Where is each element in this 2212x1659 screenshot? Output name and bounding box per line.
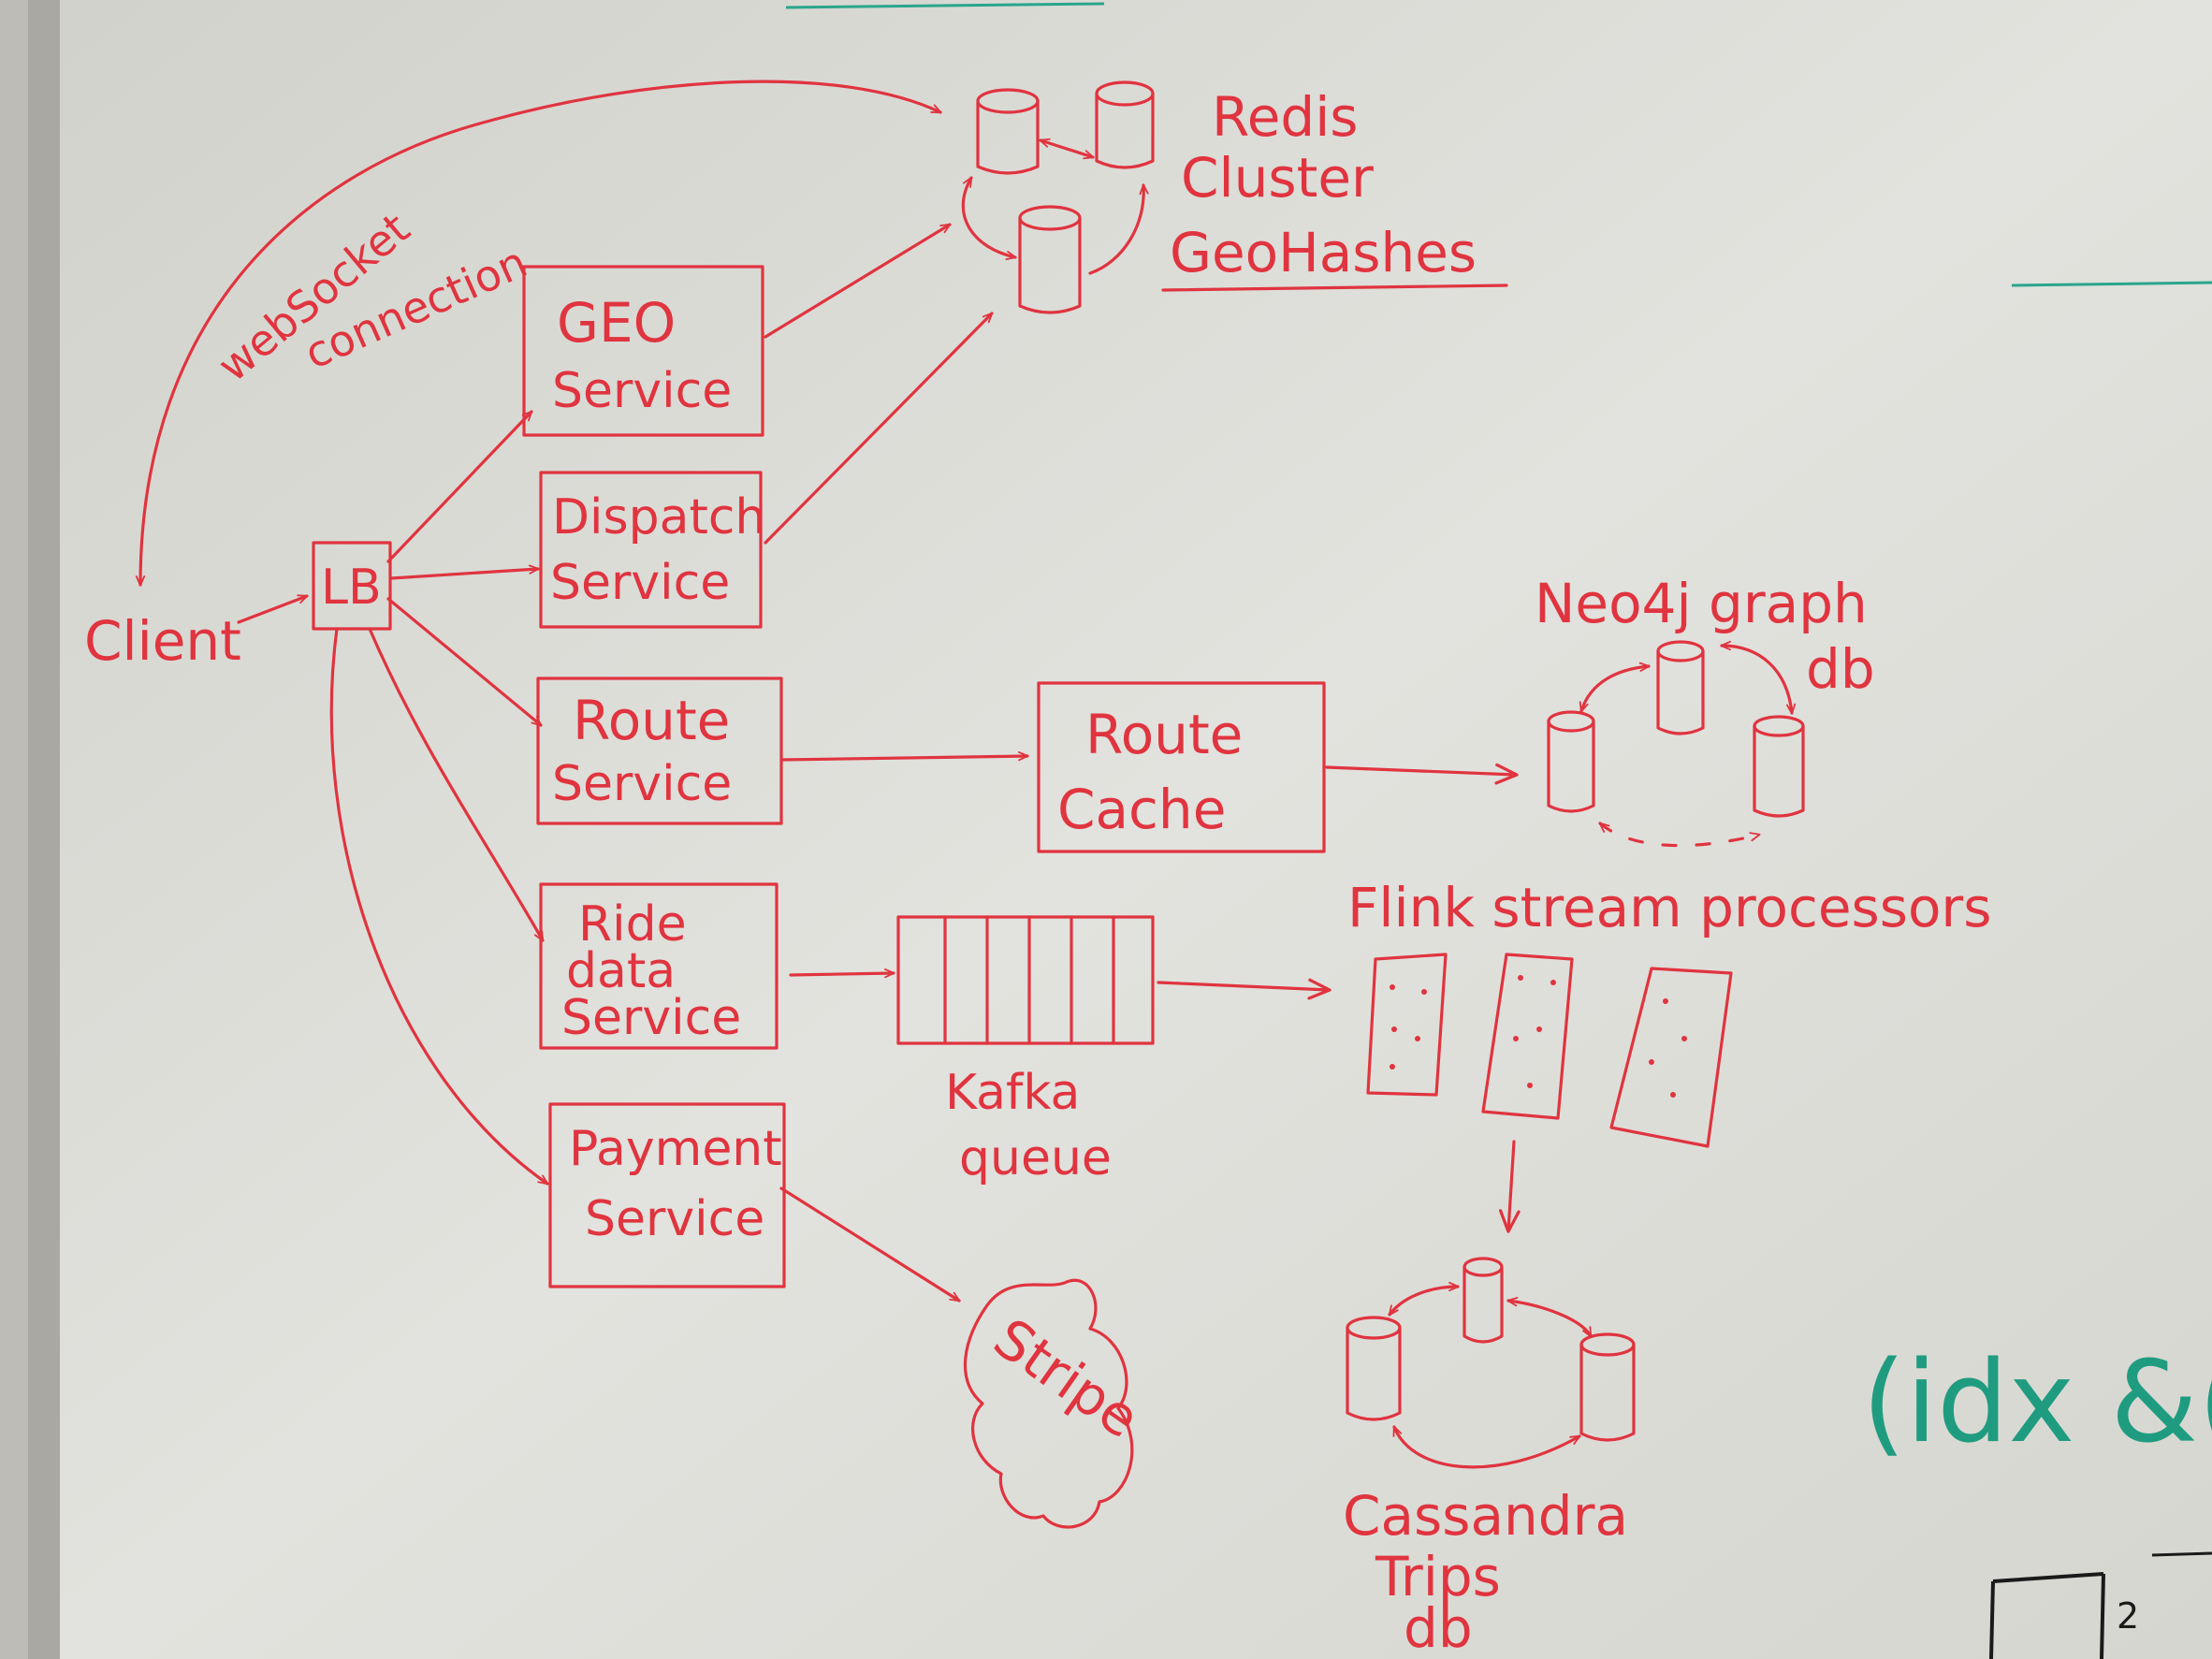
route-service-label-1: Route [573,689,730,752]
kafka-label-2: queue [959,1130,1112,1186]
geohashes-label: GeoHashes [1170,221,1477,284]
lb-geo-arrow [386,410,533,563]
geo-redis-arrow [764,223,952,339]
board-edge [28,0,60,1659]
client-lb-arrow [237,594,309,624]
lb-label: LB [321,560,382,616]
flink-processor-3 [1609,967,1733,1148]
teal-mark-top [785,2,1105,9]
neo4j-cylinder-1 [1656,640,1705,735]
kafka-flink-arrow [1157,978,1332,1000]
route-cache-label-2: Cache [1057,778,1226,841]
redis-cylinder-3 [1018,205,1082,314]
payment-service-label-2: Service [585,1191,764,1247]
side-note-text: (idx &(i [1862,1338,2212,1468]
ride-data-service-label-3: Service [561,990,741,1046]
geo-service-label-2: Service [552,363,732,419]
redis-label-2: Cluster [1181,146,1374,210]
neo4j-node: Neo4j graph db [1535,572,1875,848]
ride-data-service-node: Ride data Service [539,882,779,1050]
lb-ride-arrow [368,627,545,942]
payment-service-label-1: Payment [569,1121,782,1177]
cassandra-label-3: db [1404,1596,1473,1659]
dispatch-service-label-2: Service [550,555,730,611]
side-note-digit: 2 [2117,1595,2139,1637]
cassandra-label-1: Cassandra [1343,1484,1628,1548]
route-service-label-2: Service [552,756,732,812]
route-cache-node: Route Cache [1037,681,1326,853]
lb-route-arrow [386,597,543,727]
redis-cylinder-1 [976,88,1040,175]
flink-node: Flink stream processors [1347,876,1992,1148]
payment-service-node: Payment Service [548,1102,786,1288]
neo4j-label-2: db [1806,637,1875,701]
redis-label-1: Redis [1212,85,1359,149]
route-cache-arrow [779,751,1029,762]
teal-mark-right [2011,281,2212,287]
kafka-label-1: Kafka [945,1065,1080,1121]
cassandra-label-2: Trips [1375,1545,1501,1608]
cassandra-cylinder-1 [1463,1257,1504,1344]
lb-dispatch-arrow [389,564,540,580]
flink-processor-1 [1366,953,1448,1097]
cassandra-cylinder-2 [1346,1316,1402,1421]
flink-processor-2 [1481,953,1574,1120]
websocket-arc [135,80,942,587]
payment-stripe-arrow [779,1186,961,1302]
flink-label: Flink stream processors [1347,876,1992,939]
ride-kafka-arrow [789,968,895,979]
dispatch-service-label-1: Dispatch [552,489,765,546]
flink-cassandra-arrow [1498,1140,1521,1233]
cassandra-node: Cassandra Trips db [1343,1257,1636,1659]
redis-cluster-node: Redis Cluster GeoHashes [961,80,1508,314]
kafka-queue-node: Kafka queue [896,915,1155,1186]
route-service-node: Route Service [536,677,783,825]
cassandra-cylinder-3 [1579,1332,1636,1442]
side-note-table: 2 [1989,1551,2212,1659]
lb-payment-arrow [329,627,549,1186]
geo-service-node: GEO Service [522,265,764,437]
neo4j-cylinder-2 [1547,710,1595,813]
route-cache-label-1: Route [1085,703,1243,766]
cache-neo4j-arrow [1325,763,1519,785]
dispatch-service-node: Dispatch Service [539,471,765,629]
client-label: Client [84,609,241,673]
dispatch-redis-arrow [764,312,994,545]
geo-service-label-1: GEO [557,291,676,355]
redis-cylinder-2 [1095,80,1155,169]
ride-data-service-label-1: Ride [578,896,687,953]
neo4j-label-1: Neo4j graph [1535,572,1868,635]
neo4j-cylinder-3 [1753,715,1805,818]
ride-data-service-label-2: data [566,943,676,999]
